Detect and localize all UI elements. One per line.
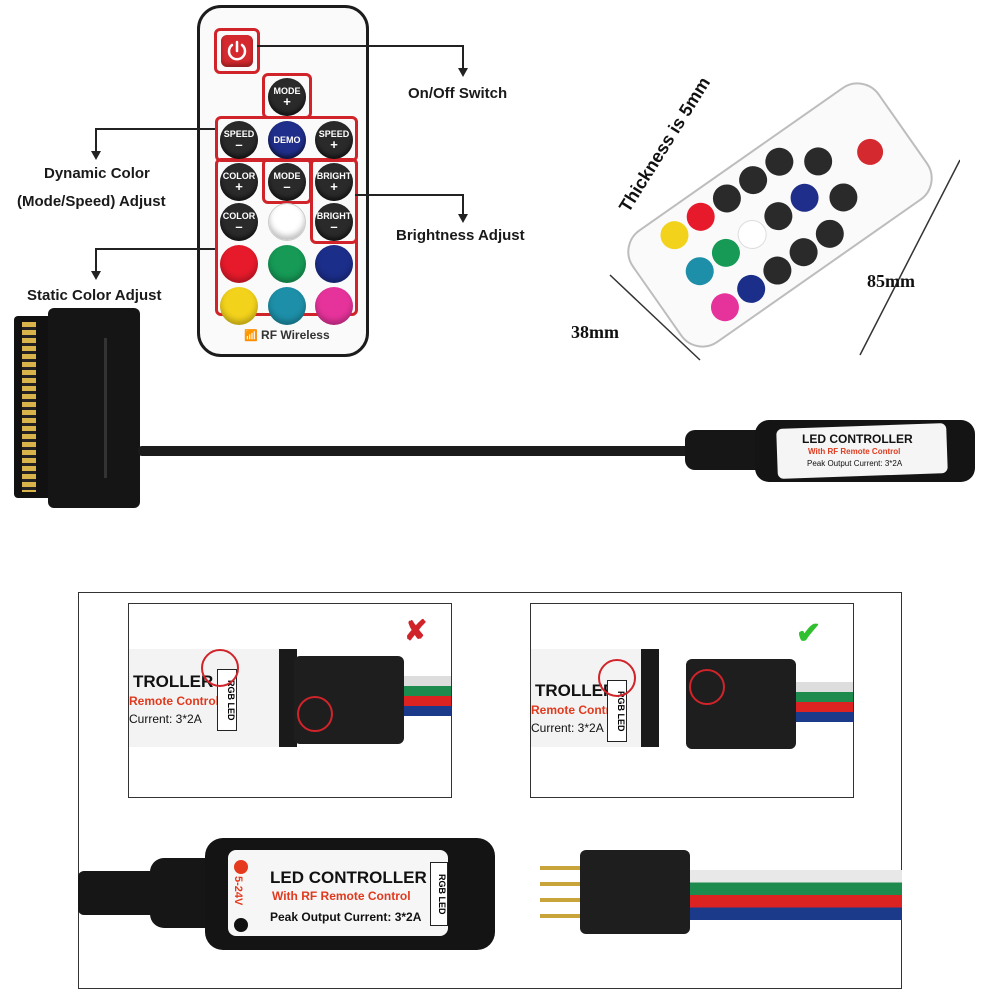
speed-minus-button[interactable]: SPEED– — [220, 121, 258, 159]
plus-sign: + — [235, 179, 243, 194]
power-highlight — [214, 28, 260, 74]
mode-minus-label: MODE — [273, 171, 301, 181]
bright-plus-label: BRIGHT — [316, 171, 352, 181]
static-line-v — [95, 248, 97, 273]
plus-sign: + — [330, 137, 338, 152]
width-dimension: 38mm — [571, 322, 619, 342]
right-arrow-circle-1 — [598, 659, 636, 697]
right-connection-panel: TROLLER Remote Control Current: 3*2A RGB… — [530, 603, 854, 798]
minus-sign: – — [235, 137, 243, 152]
right-partial-title: TROLLER — [535, 681, 616, 700]
length-dimension: 85mm — [867, 271, 915, 291]
bottom-rgb-led: RGB LED — [430, 862, 448, 926]
bright-minus-button[interactable]: BRIGHT– — [315, 203, 353, 241]
mode-plus-label: MODE — [273, 86, 301, 96]
brightness-label: Brightness Adjust — [396, 227, 525, 244]
power-icon — [227, 40, 247, 61]
red-color-button[interactable] — [220, 245, 258, 283]
mode-minus-button[interactable]: MODE– — [268, 163, 306, 201]
green-color-button[interactable] — [268, 245, 306, 283]
onoff-line-h — [257, 45, 463, 47]
bottom-controller-title: LED CONTROLLER — [270, 868, 427, 887]
dynamic-line-h — [95, 128, 215, 130]
wrong-x-icon: ✘ — [404, 615, 428, 646]
dynamic-arrow — [91, 151, 101, 160]
power-button[interactable] — [221, 35, 253, 67]
bottom-controller-peak: Peak Output Current: 3*2A — [270, 910, 421, 924]
bright-highlight — [310, 158, 358, 244]
speed-plus-label: SPEED — [318, 129, 350, 139]
right-partial-current: Current: 3*2A — [531, 721, 604, 735]
remote-footer: 📶 RF Wireless — [244, 328, 330, 342]
white-color-button[interactable] — [268, 203, 306, 241]
bottom-peak-label: Peak Output Current: — [270, 910, 392, 924]
wrong-arrow-circle-1 — [201, 649, 239, 687]
controller-subtitle: With RF Remote Control — [808, 447, 901, 456]
dynamic-line-v — [95, 128, 97, 153]
color-plus-label: COLOR — [222, 171, 256, 181]
remote-front: MODE+ SPEED– DEMO SPEED+ COLOR+ MODE– BR… — [197, 5, 369, 357]
controller-title: LED CONTROLLER — [802, 432, 913, 446]
rf-wireless-label: RF Wireless — [261, 328, 330, 342]
minus-sign: – — [330, 219, 338, 234]
wrong-connection-panel: TROLLER Remote Control Current: 3*2A RGB… — [128, 603, 452, 798]
wireless-icon: 📶 — [244, 330, 258, 342]
plus-sign: + — [283, 94, 291, 109]
dynamic-label-2: (Mode/Speed) Adjust — [17, 193, 166, 210]
demo-label: DEMO — [273, 135, 301, 145]
bottom-controller-subtitle: With RF Remote Control — [272, 889, 411, 903]
right-arrow-circle-2 — [689, 669, 725, 705]
bottom-peak-value: 3*2A — [394, 910, 422, 924]
bright-arrow — [458, 214, 468, 223]
speed-plus-button[interactable]: SPEED+ — [315, 121, 353, 159]
peak-label: Peak Output Current: — [807, 459, 883, 468]
cyan-color-button[interactable] — [268, 287, 306, 325]
static-label: Static Color Adjust — [27, 287, 162, 304]
static-line-h — [95, 248, 215, 250]
minus-sign: – — [235, 219, 243, 234]
wrong-partial-subtitle: Remote Control — [129, 694, 219, 708]
color-minus-label: COLOR — [222, 211, 256, 221]
yellow-color-button[interactable] — [220, 287, 258, 325]
color-minus-button[interactable]: COLOR– — [220, 203, 258, 241]
pin-connector — [540, 850, 902, 950]
minus-sign: – — [283, 179, 291, 194]
bright-line-h — [355, 194, 463, 196]
onoff-label: On/Off Switch — [408, 85, 508, 102]
blue-color-button[interactable] — [315, 245, 353, 283]
bright-minus-label: BRIGHT — [316, 211, 352, 221]
voltage-marker: 5-24V — [232, 860, 252, 932]
peak-value: 3*2A — [884, 459, 903, 468]
speed-minus-label: SPEED — [223, 129, 255, 139]
bright-line-v — [462, 194, 464, 216]
wrong-partial-title: TROLLER — [133, 672, 214, 691]
onoff-arrow — [458, 68, 468, 77]
right-check-icon: ✔ — [796, 617, 822, 650]
pink-color-button[interactable] — [315, 287, 353, 325]
right-partial-subtitle: Remote Control — [531, 703, 621, 717]
demo-button[interactable]: DEMO — [268, 121, 306, 159]
static-arrow — [91, 271, 101, 280]
controller-peak: Peak Output Current: 3*2A — [807, 459, 902, 468]
mode-plus-button[interactable]: MODE+ — [268, 78, 306, 116]
voltage-label: 5-24V — [232, 876, 244, 906]
dynamic-label-1: Dynamic Color — [44, 165, 150, 182]
wrong-arrow-circle-2 — [297, 696, 333, 732]
plus-sign: + — [330, 179, 338, 194]
cable — [138, 446, 698, 456]
onoff-line-v — [462, 45, 464, 70]
remote-angled-svg — [609, 82, 961, 361]
led-controller-top: LED CONTROLLER With RF Remote Control Pe… — [685, 420, 975, 485]
bright-plus-button[interactable]: BRIGHT+ — [315, 163, 353, 201]
remote-angled-view — [600, 50, 961, 380]
color-plus-button[interactable]: COLOR+ — [220, 163, 258, 201]
sata-connector — [14, 308, 140, 508]
wrong-partial-current: Current: 3*2A — [129, 712, 202, 726]
